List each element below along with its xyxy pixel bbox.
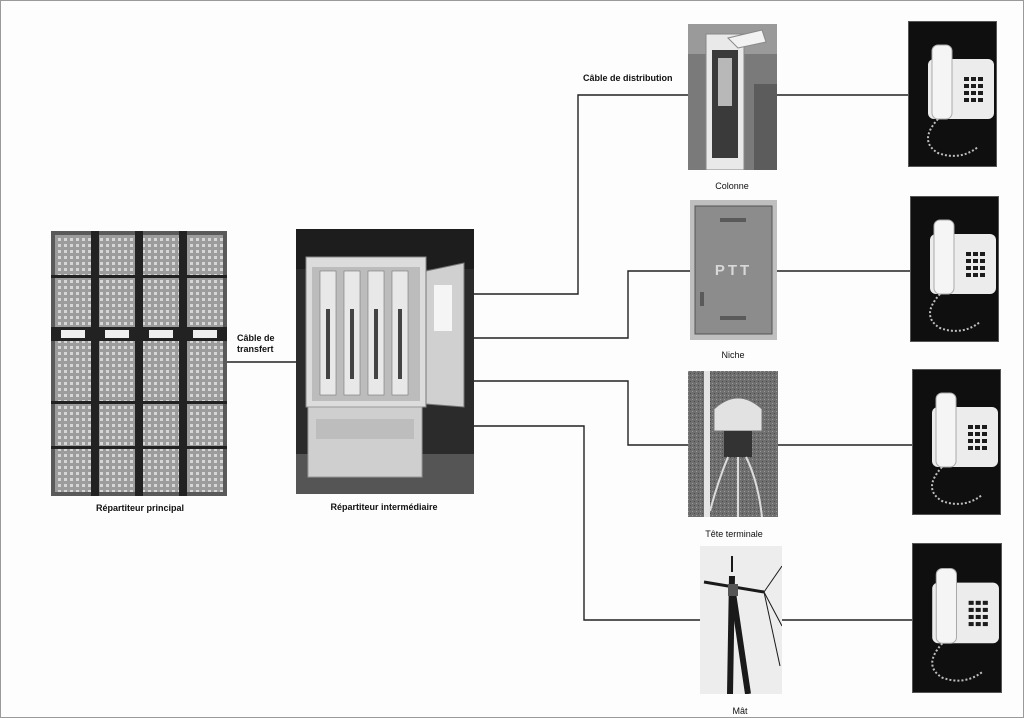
terminal-head-photo: [688, 371, 778, 517]
niche-photo: PTT: [690, 200, 777, 340]
intermediate-distributor-photo: [296, 229, 474, 494]
mast-photo: [700, 546, 782, 694]
pillar-body: [705, 29, 767, 170]
cable-to-niche: [474, 270, 690, 339]
column-label: Colonne: [715, 181, 749, 191]
cable-to-column: [474, 94, 688, 295]
intermediate-distributor-label: Répartiteur intermédiaire: [330, 502, 438, 512]
cable-to-mast: [474, 425, 700, 621]
terminal-head-label: Tête terminale: [705, 529, 763, 539]
column-photo: [688, 24, 777, 170]
telephone-icon: [931, 567, 999, 682]
niche-ptt-plate: PTT: [714, 262, 753, 279]
distribution-cable-label: Câble de distribution: [583, 73, 673, 83]
transfer-cable-label: Câble de transfert: [237, 333, 275, 354]
telephone-photo-4: [912, 543, 1002, 693]
main-distributor-photo: [51, 231, 227, 496]
cabinet-base: [307, 406, 423, 478]
telephone-icon: [927, 44, 994, 157]
mast-label: Mât: [732, 706, 748, 716]
telephone-icon: [929, 219, 996, 332]
main-distributor-label: Répartiteur principal: [95, 503, 185, 513]
cabinet-body: [305, 256, 427, 408]
cabinet-door: [425, 262, 465, 408]
terminal-box: [713, 397, 763, 457]
niche-label: Niche: [721, 350, 745, 360]
frame-column-1: [55, 235, 91, 492]
telephone-photo-3: [912, 369, 1001, 515]
telephone-photo-1: [908, 21, 997, 167]
frame-column-4: [187, 235, 223, 492]
frame-column-3: [143, 235, 179, 492]
frame-column-2: [99, 235, 135, 492]
telephone-icon: [931, 392, 998, 505]
cable-to-terminal: [474, 380, 688, 446]
telephone-photo-2: [910, 196, 999, 342]
